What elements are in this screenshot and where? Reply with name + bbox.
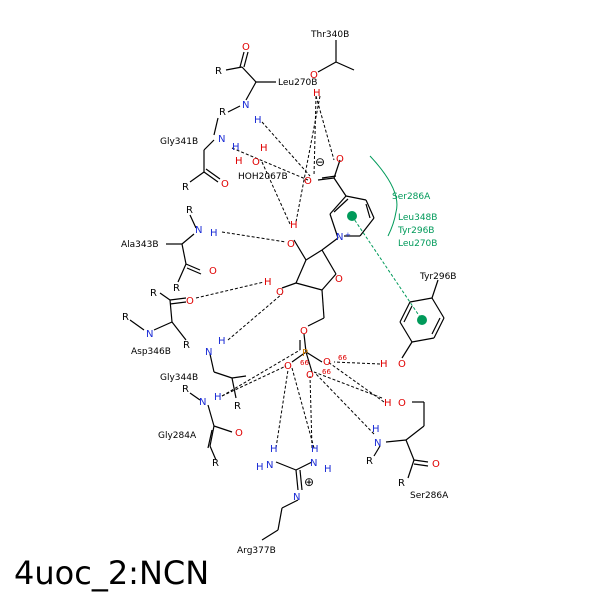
- atom-oxygen: O: [287, 239, 295, 250]
- atom-hydrogen: H: [372, 424, 380, 435]
- atom-oxygen: O: [252, 157, 260, 168]
- atom-oxygen: O: [335, 274, 343, 285]
- atom-r: R: [215, 66, 222, 77]
- diagram-title: 4uoc_2:NCN: [14, 554, 209, 592]
- hydrophobic-label: Tyr296B: [397, 226, 434, 236]
- atom-hydrogen-oxygen: H: [313, 88, 321, 99]
- atom-nitrogen: N: [205, 347, 212, 358]
- atom-hydrogen-oxygen: H: [260, 143, 268, 154]
- bond-lines: [129, 40, 445, 541]
- hydrogen-bonds: [195, 95, 385, 449]
- atom-oxygen: O: [221, 179, 229, 190]
- residue-labels: Thr340B Leu270B Gly341B HOH2067B Ala343B…: [121, 30, 456, 556]
- atom-hydrogen: H: [214, 392, 222, 403]
- atom-r: R: [182, 182, 189, 193]
- pi-stacking: [347, 211, 427, 325]
- atom-r: R: [150, 288, 157, 299]
- atom-hydrogen: H: [324, 464, 332, 475]
- hydrophobic-label: Ser286A: [392, 192, 431, 202]
- atom-nitrogen: N: [266, 460, 273, 471]
- hydrophobic-label: Leu270B: [398, 239, 437, 249]
- atom-r: R: [366, 456, 373, 467]
- residue-label-gly284a: Gly284A: [158, 431, 197, 441]
- atom-oxygen: O: [235, 428, 243, 439]
- atom-r: R: [186, 205, 193, 216]
- residue-label-ala343b: Ala343B: [121, 240, 159, 250]
- atom-nitrogen: N: [310, 458, 317, 469]
- atom-hydrogen: H: [254, 115, 262, 126]
- atom-r: R: [212, 458, 219, 469]
- atom-oxygen: O: [336, 154, 344, 165]
- atom-oxygen: O: [186, 296, 194, 307]
- atom-phosphorus: P: [302, 348, 308, 359]
- residue-label-arg377b: Arg377B: [237, 546, 276, 556]
- atom-oxygen: O: [304, 176, 312, 187]
- hydrophobic-arc: [369, 155, 398, 237]
- atom-oxygen: O: [310, 70, 318, 81]
- hydrophobic-labels: Ser286A Leu348B Tyr296B Leu270B: [392, 192, 437, 249]
- atom-hydrogen: H: [210, 228, 218, 239]
- hydrophobic-label: Leu348B: [398, 213, 437, 223]
- atom-nitrogen: N: [146, 329, 153, 340]
- atom-nitrogen: N: [195, 225, 202, 236]
- oxygen-atoms: O O O O O O O O O O O O O O O O O O O: [186, 42, 440, 470]
- atom-nitrogen: N: [242, 100, 249, 111]
- residue-label-gly344b: Gly344B: [160, 373, 198, 383]
- residue-label-leu270b: Leu270B: [278, 78, 317, 88]
- atom-r: R: [219, 107, 226, 118]
- atom-hydrogen-oxygen: H: [235, 156, 243, 167]
- residue-label-hoh2067b: HOH2067B: [238, 172, 288, 182]
- residue-label-ser286a: Ser286A: [410, 491, 449, 501]
- residue-label-gly341b: Gly341B: [160, 137, 198, 147]
- atom-nitrogen: N: [218, 134, 225, 145]
- atom-r: R: [173, 283, 180, 294]
- distance-label: 66: [338, 354, 347, 362]
- nitrogen-atoms: N N N N N N N N N N N: [146, 100, 381, 503]
- atom-nitrogen: N: [199, 397, 206, 408]
- atom-nitrogen-plus: N: [336, 232, 343, 243]
- atom-oxygen: O: [398, 359, 406, 370]
- atom-nitrogen: N: [374, 438, 381, 449]
- atom-oxygen: O: [242, 42, 250, 53]
- atom-r: R: [182, 384, 189, 395]
- atom-r: R: [122, 312, 129, 323]
- atom-hydrogen: H: [218, 336, 226, 347]
- atom-oxygen: O: [209, 266, 217, 277]
- charge-minus-icon: ⊖: [315, 155, 325, 169]
- atom-oxygen: O: [323, 357, 331, 368]
- atom-r: R: [234, 401, 241, 412]
- atom-oxygen: O: [432, 459, 440, 470]
- distance-label: 66: [322, 368, 331, 376]
- atom-hydrogen-oxygen: H: [264, 277, 272, 288]
- atom-r: R: [183, 340, 190, 351]
- atom-nitrogen: N: [293, 492, 300, 503]
- residue-label-thr340b: Thr340B: [310, 30, 349, 40]
- residue-label-asp346b: Asp346B: [131, 347, 171, 357]
- atom-hydrogen-oxygen: H: [380, 359, 388, 370]
- atom-hydrogen: H: [311, 444, 319, 455]
- residue-label-tyr296b: Tyr296B: [419, 272, 456, 282]
- atom-hydrogen: H: [232, 142, 240, 153]
- atom-hydrogen-oxygen: H: [384, 398, 392, 409]
- atom-hydrogen-oxygen: H: [290, 220, 298, 231]
- atom-hydrogen: H: [270, 444, 278, 455]
- atom-oxygen: O: [306, 370, 314, 381]
- pi-centroid-pyridine: [347, 211, 357, 221]
- charge-plus-icon: ⊕: [304, 475, 314, 489]
- atom-r: R: [398, 478, 405, 489]
- distance-label: 66: [300, 359, 309, 367]
- atom-oxygen: O: [284, 361, 292, 372]
- r-groups: R R R R R R R R R R R R R: [122, 66, 405, 489]
- charge-plus: +: [345, 231, 351, 239]
- atom-oxygen: O: [398, 398, 406, 409]
- pi-centroid-tyr296b: [417, 315, 427, 325]
- atom-oxygen: O: [300, 326, 308, 337]
- atom-oxygen: O: [276, 287, 284, 298]
- atom-hydrogen: H: [256, 462, 264, 473]
- hydrogen-atoms: H H H H H H H H H H H H H H H H H: [210, 88, 392, 475]
